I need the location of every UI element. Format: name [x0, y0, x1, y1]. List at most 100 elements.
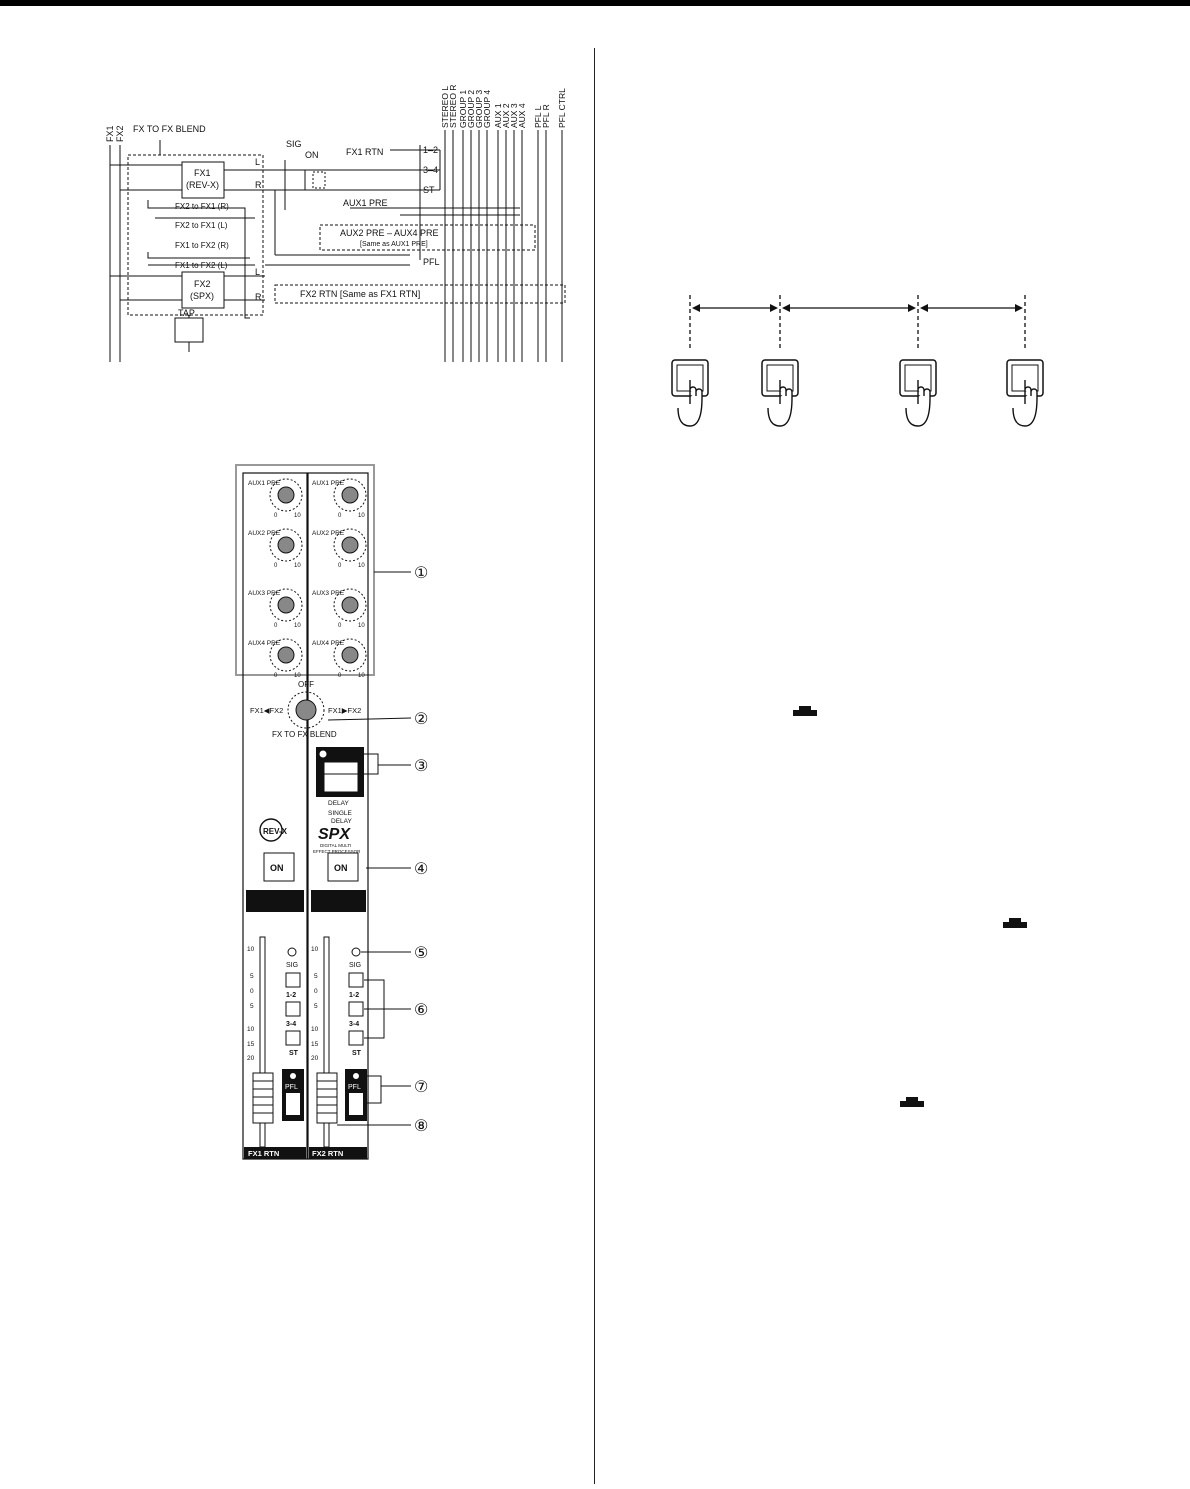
aux-knob[interactable]	[333, 478, 367, 512]
tap-tempo-illustration	[671, 295, 1044, 427]
aux-knob-min: 0	[274, 563, 278, 569]
aux-knob-label: AUX3 PRE	[248, 590, 281, 597]
fx2-fader[interactable]	[316, 936, 338, 1148]
aux-knob[interactable]	[333, 588, 367, 622]
fx2-scribble-strip	[311, 890, 366, 912]
fx1-type: (REV-X)	[186, 180, 219, 190]
delay-label: DELAY	[328, 800, 349, 807]
button-symbol-1	[793, 706, 817, 716]
aux-knob-max: 10	[358, 673, 365, 679]
blend-right-label: FX1▶FX2	[328, 706, 361, 715]
aux-knob-min: 0	[274, 623, 278, 629]
l-out-1: L	[255, 157, 260, 167]
button-symbol-2	[1003, 918, 1027, 928]
callout-4: ④	[414, 861, 428, 878]
fx2-assign-buttons[interactable]	[348, 972, 364, 1046]
bus-fx2-label: FX2	[115, 125, 125, 142]
l-out-2: L	[255, 267, 260, 277]
bus-aux-2: AUX 2	[501, 103, 511, 128]
rev-x-logo: REV-X	[259, 818, 288, 842]
bus-fx1-label: FX1	[105, 125, 115, 142]
callout-5: ⑤	[414, 945, 428, 962]
bus-pfl-ctrl: PFL CTRL	[557, 88, 567, 128]
right-bus-lines	[444, 130, 563, 362]
right-bus-labels: STEREO L STEREO R GROUP 1 GROUP 2 GROUP …	[440, 85, 567, 128]
tap-hand-icon-2	[761, 359, 799, 427]
aux-knob[interactable]	[269, 478, 303, 512]
svg-text:PFL: PFL	[285, 1084, 298, 1091]
aux-knob-min: 0	[274, 673, 278, 679]
column-divider	[594, 48, 595, 1484]
callout-6: ⑥	[414, 1002, 428, 1019]
svg-text:10: 10	[247, 1026, 255, 1033]
bus-group-4: GROUP 4	[482, 90, 492, 128]
fx1-on-button[interactable]: ON	[263, 852, 295, 882]
callout-8: ⑧	[414, 1118, 428, 1135]
bus-group-1: GROUP 1	[458, 90, 468, 128]
switch-st-label: ST	[423, 185, 435, 195]
svg-text:20: 20	[311, 1055, 319, 1062]
page-top-rule	[0, 0, 1190, 6]
fx1-to-fx2-l: FX1 to FX2 (L)	[175, 261, 228, 270]
aux-knob-min: 0	[338, 513, 342, 519]
pfl-label: PFL	[423, 257, 440, 267]
blend-label: FX TO FX BLEND	[272, 730, 337, 739]
tap-hand-icon-1	[671, 359, 709, 427]
aux-knob[interactable]	[269, 588, 303, 622]
aux-knob[interactable]	[269, 638, 303, 672]
bus-aux-1: AUX 1	[493, 103, 503, 128]
fx2-assign-12: 1-2	[349, 992, 359, 999]
blend-off-label: OFF	[298, 680, 314, 689]
svg-text:10: 10	[311, 946, 319, 953]
bus-stereo-l: STEREO L	[440, 86, 450, 128]
callout-2: ②	[414, 711, 428, 728]
aux-knob[interactable]	[333, 638, 367, 672]
svg-text:DIGITAL MULTI: DIGITAL MULTI	[320, 843, 351, 848]
aux-knob-max: 10	[358, 563, 365, 569]
bus-aux-4: AUX 4	[517, 103, 527, 128]
tap-label: TAP	[178, 308, 195, 318]
aux-knob[interactable]	[333, 528, 367, 562]
bus-stereo-r: STEREO R	[448, 85, 458, 128]
blend-knob[interactable]	[287, 691, 325, 729]
fx2-sig-label: SIG	[349, 962, 361, 969]
fx2-pfl-button[interactable]: PFL	[345, 1069, 367, 1121]
callout-1: ①	[414, 565, 428, 582]
fx1-name: FX1	[194, 168, 211, 178]
single-delay-label-2: DELAY	[331, 818, 352, 825]
aux-knob-min: 0	[338, 673, 342, 679]
callout-7: ⑦	[414, 1079, 428, 1096]
aux-knob-label: AUX2 PRE	[312, 530, 345, 537]
bus-pfl-r: PFL R	[541, 104, 551, 128]
aux2-4-pre-label: AUX2 PRE – AUX4 PRE	[340, 228, 439, 238]
switch-12-label: 1–2	[423, 145, 438, 155]
fx1-assign-34: 3-4	[286, 1021, 296, 1028]
fx2-to-fx1-r: FX2 to FX1 (R)	[175, 202, 229, 211]
aux-knob-min: 0	[338, 563, 342, 569]
fx2-sig-led	[351, 947, 361, 957]
svg-text:20: 20	[247, 1055, 255, 1062]
aux-knob[interactable]	[269, 528, 303, 562]
fx2-rtn-label: FX2 RTN [Same as FX1 RTN]	[300, 289, 420, 299]
fx1-assign-buttons[interactable]	[285, 972, 301, 1046]
blend-label: FX TO FX BLEND	[133, 124, 206, 134]
fx2-assign-st: ST	[352, 1050, 362, 1057]
aux2-4-note: [Same as AUX1 PRE]	[360, 241, 428, 248]
svg-text:5: 5	[314, 973, 318, 980]
aux-knob-label: AUX3 PRE	[312, 590, 345, 597]
svg-text:5: 5	[250, 1003, 254, 1010]
fx1-pfl-button[interactable]: PFL	[282, 1069, 304, 1121]
fx2-to-fx1-l: FX2 to FX1 (L)	[175, 221, 228, 230]
fx2-on-button[interactable]: ON	[327, 852, 359, 882]
fx-block-diagram: FX1 FX2 FX TO FX BLEND FX1 (REV-X) FX2 (…	[105, 85, 567, 362]
button-symbol-3	[900, 1097, 924, 1107]
spx-logo: SPX DIGITAL MULTI EFFECT PROCESSOR	[313, 826, 361, 854]
svg-text:ON: ON	[334, 863, 348, 873]
aux-knob-label: AUX2 PRE	[248, 530, 281, 537]
fx1-fader[interactable]	[252, 936, 274, 1148]
fx2-fader-scale: 10 5 0 5 10 15 20	[311, 946, 319, 1062]
program-select-button[interactable]	[316, 747, 364, 797]
aux1-pre-label: AUX1 PRE	[343, 198, 388, 208]
